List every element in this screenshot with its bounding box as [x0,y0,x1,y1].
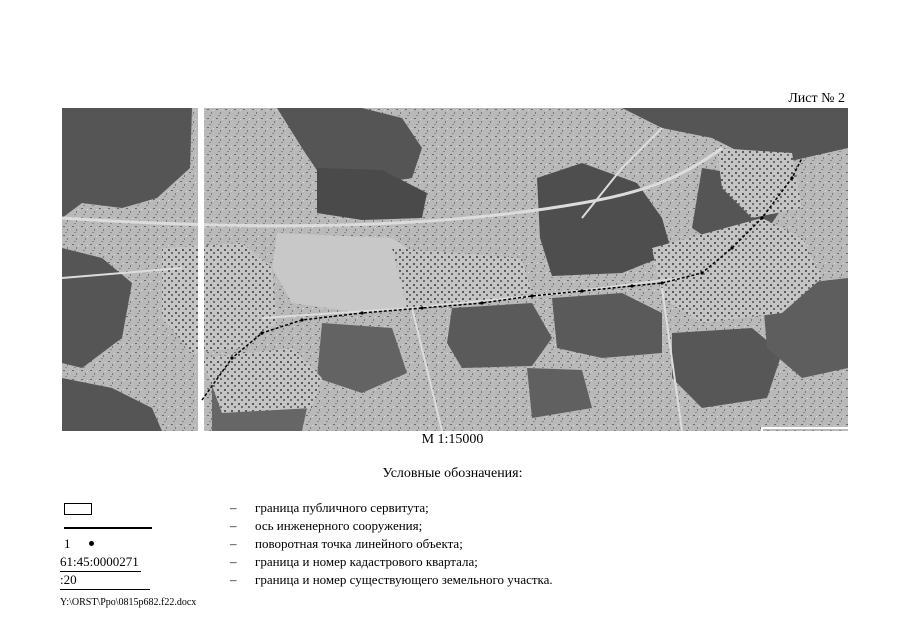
legend-dash: – [230,572,237,587]
legend-row-parcel: :20 – граница и номер существующего земе… [60,572,850,590]
legend-text: граница публичного сервитута; [255,500,429,515]
legend-dash: – [230,554,237,569]
roads [62,127,723,431]
terrain-dark-areas [62,108,848,431]
legend-symbol: :20 [60,572,155,590]
engineering-axis [201,157,803,401]
legend-text: поворотная точка линейного объекта; [255,536,463,551]
legend-title: Условные обозначения: [382,466,523,481]
servitude-border-symbol [64,503,92,515]
legend-text: граница и номер существующего земельного… [255,572,553,587]
legend-row-axis: – ось инженерного сооружения; [60,518,850,536]
legend-symbol [60,500,155,518]
map-gap-strip [198,108,204,431]
legend-text: ось инженерного сооружения; [255,518,423,533]
map-scale: М 1:15000 [421,432,484,447]
document-path: Y:\ORST\Ppo\0815p682.f22.docx [60,597,197,608]
legend-symbol [60,518,155,536]
legend-symbol: 1 [60,536,155,554]
legend-dash: – [230,518,237,533]
legend-dash: – [230,500,237,515]
sheet-label: Лист № 2 [788,91,845,106]
axis-line-symbol [64,527,152,529]
legend-row-turning-point: 1 – поворотная точка линейного объекта; [60,536,850,554]
urban-areas [162,148,822,413]
turning-points [230,176,794,360]
legend-row-quarter: 61:45:0000271 – граница и номер кадастро… [60,554,850,572]
parcel-code: :20 [60,572,150,590]
map-grid-edge [761,427,848,431]
legend-row-servitude: – граница публичного сервитута; [60,500,850,518]
legend-symbol: 61:45:0000271 [60,554,155,572]
point-number: 1 [64,536,71,551]
quarter-code: 61:45:0000271 [60,554,141,572]
legend-text: граница и номер кадастрового квартала; [255,554,478,569]
satellite-map[interactable] [62,108,848,431]
legend-dash: – [230,536,237,551]
point-dot-icon [89,541,94,546]
